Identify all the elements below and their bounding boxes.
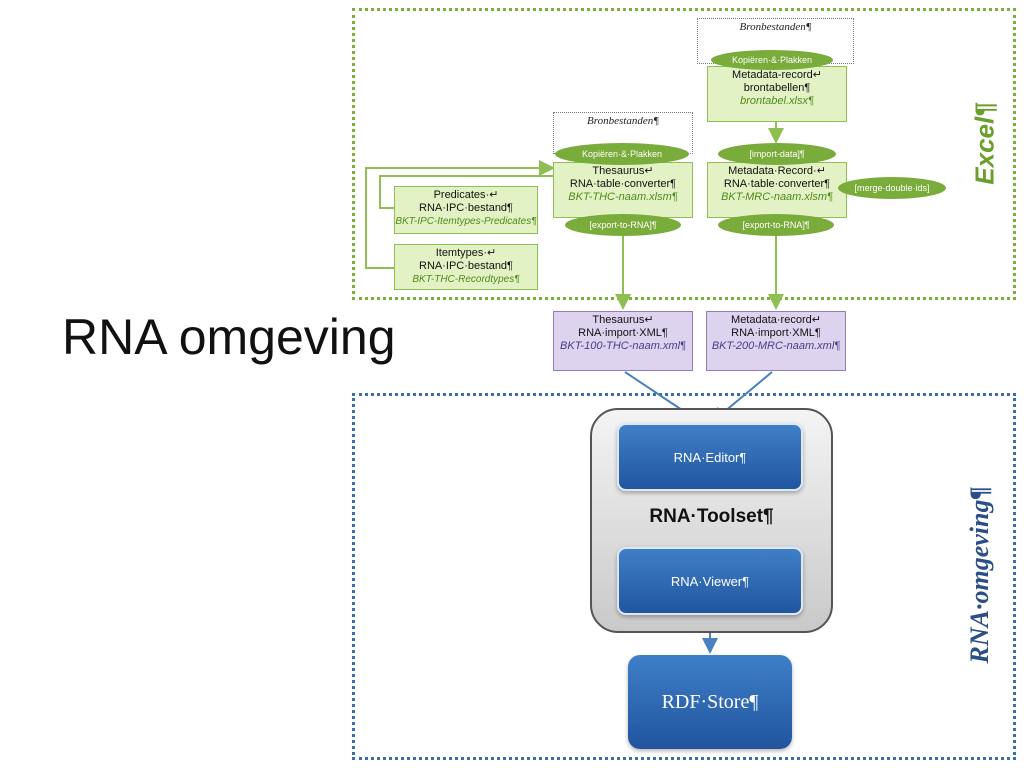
doc-subtitle: RNA·table·converter¶ [723,178,831,190]
doc-subtitle: RNA·IPC·bestand¶ [419,202,513,214]
doc-filename: BKT-100-THC-naam.xml¶ [560,340,686,352]
rna-environment-region [352,393,1016,760]
doc-title: Metadata·record↵ [731,314,821,326]
doc-subtitle: RNA·import·XML¶ [731,327,821,339]
doc-metadata-brontabellen: Metadata-record↵ brontabellen¶ brontabel… [707,66,847,122]
rdf-store-block: RDF·Store¶ [628,655,792,749]
doc-title: Thesaurus↵ [592,314,654,326]
doc-filename: BKT-IPC-Itemtypes-Predicates¶ [395,216,537,227]
doc-subtitle: RNA·import·XML¶ [578,327,668,339]
doc-thesaurus-xml: Thesaurus↵ RNA·import·XML¶ BKT-100-THC-n… [553,311,693,371]
rna-viewer-block: RNA·Viewer¶ [617,547,803,615]
doc-thesaurus-converter: Thesaurus↵ RNA·table·converter¶ BKT-THC-… [553,162,693,218]
doc-title: Thesaurus↵ [592,165,654,177]
doc-filename: BKT-THC-Recordtypes¶ [412,274,520,285]
doc-filename: brontabel.xlsx¶ [740,95,814,107]
slide-title: RNA omgeving [62,309,396,365]
pill-copy-paste-left: Kopiëren·&·Plakken [555,143,689,165]
doc-filename: BKT-MRC-naam.xlsm¶ [721,191,833,203]
pill-copy-paste-top: Kopiëren·&·Plakken [711,50,833,70]
doc-subtitle: RNA·IPC·bestand¶ [419,260,513,272]
pill-import-data: [import-data]¶ [718,143,836,165]
pill-merge-double-ids: [merge·double·ids] [838,177,946,199]
doc-filename: BKT-THC-naam.xlsm¶ [568,191,678,203]
doc-title: Metadata-record↵ [732,69,822,81]
doc-predicates: Predicates·↵ RNA·IPC·bestand¶ BKT-IPC-It… [394,186,538,234]
doc-title: Itemtypes·↵ [435,247,497,259]
rna-editor-block: RNA·Editor¶ [617,423,803,491]
rna-toolset-label: RNA·Toolset¶ [649,506,774,527]
line-predicates-feed [379,175,553,209]
doc-filename: BKT-200-MRC-naam.xml¶ [711,340,841,352]
excel-region [352,8,1016,300]
doc-title: Metadata·Record·↵ [728,165,826,177]
doc-metadata-xml: Metadata·record↵ RNA·import·XML¶ BKT-200… [706,311,846,371]
pill-export-mrc: [export-to-RNA]¶ [718,214,834,236]
doc-metadata-record-converter: Metadata·Record·↵ RNA·table·converter¶ B… [707,162,847,218]
doc-subtitle: RNA·table·converter¶ [569,178,677,190]
doc-itemtypes: Itemtypes·↵ RNA·IPC·bestand¶ BKT-THC-Rec… [394,244,538,290]
doc-title: Predicates·↵ [433,189,499,201]
pill-export-thc: [export-to-RNA]¶ [565,214,681,236]
doc-subtitle: brontabellen¶ [743,82,811,94]
